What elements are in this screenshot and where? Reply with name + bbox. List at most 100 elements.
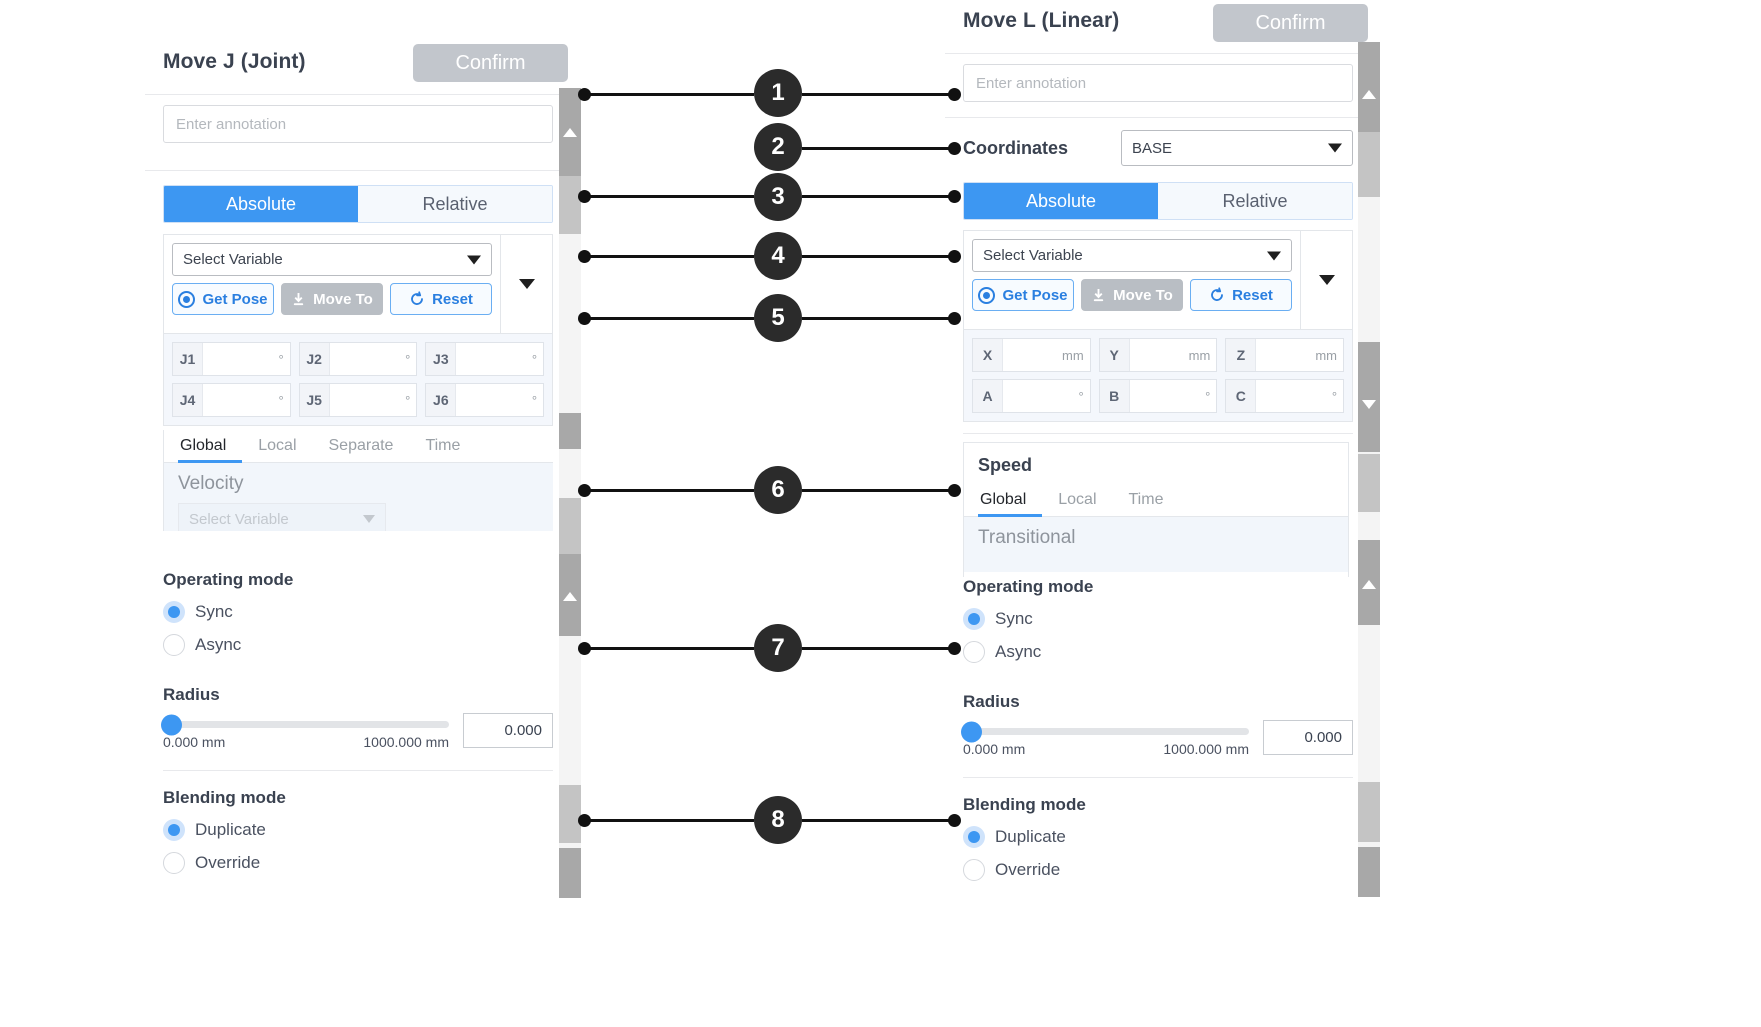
callout-line bbox=[802, 489, 954, 492]
tab-separate[interactable]: Separate bbox=[328, 437, 394, 454]
tab-time[interactable]: Time bbox=[425, 437, 461, 454]
move-j-expand-button[interactable] bbox=[500, 235, 552, 333]
callout-dot bbox=[948, 814, 961, 827]
callout-dot bbox=[948, 312, 961, 325]
move-l-scrollbar[interactable] bbox=[1358, 42, 1380, 897]
scrollbar-thumb[interactable] bbox=[1358, 132, 1380, 197]
tab-time[interactable]: Time bbox=[1128, 491, 1164, 508]
pose-label: X bbox=[973, 339, 1003, 371]
scrollbar-thumb[interactable] bbox=[1358, 782, 1380, 842]
move-j-get-pose-button[interactable]: Get Pose bbox=[172, 283, 274, 315]
joint-field-j3[interactable]: J3 ° bbox=[425, 342, 545, 376]
pose-field-y[interactable]: Y mm bbox=[1098, 338, 1218, 372]
operating-mode-heading: Operating mode bbox=[963, 577, 1094, 596]
scrollbar-thumb[interactable] bbox=[559, 413, 581, 449]
joint-field-j5[interactable]: J5 ° bbox=[298, 383, 418, 417]
move-l-confirm-button[interactable]: Confirm bbox=[1213, 4, 1368, 42]
slider-handle[interactable] bbox=[161, 714, 182, 735]
divider bbox=[145, 94, 575, 95]
scrollbar-thumb[interactable] bbox=[559, 848, 581, 898]
scrollbar-thumb[interactable] bbox=[559, 498, 581, 554]
move-j-scrollbar[interactable] bbox=[559, 88, 581, 898]
joint-field-j1[interactable]: J1 ° bbox=[172, 342, 291, 376]
callout-number-1: 1 bbox=[754, 69, 802, 117]
radio-async[interactable]: Async bbox=[963, 641, 1353, 663]
move-j-mode-toggle[interactable]: Absolute Relative bbox=[163, 185, 553, 223]
move-l-transitional-pane: Transitional bbox=[964, 517, 1348, 572]
radius-value-input[interactable]: 0.000 bbox=[1263, 720, 1353, 755]
joint-field-j4[interactable]: J4 ° bbox=[172, 383, 291, 417]
radio-icon-selected bbox=[963, 608, 985, 630]
scrollbar-thumb[interactable] bbox=[1358, 342, 1380, 452]
slider-handle[interactable] bbox=[961, 721, 982, 742]
tab-global[interactable]: Global bbox=[978, 484, 1043, 517]
radio-sync[interactable]: Sync bbox=[163, 601, 553, 623]
scrollbar-thumb[interactable] bbox=[1358, 847, 1380, 897]
move-j-variable-value: Select Variable bbox=[183, 251, 283, 268]
radius-value-input[interactable]: 0.000 bbox=[463, 713, 553, 748]
tab-absolute[interactable]: Absolute bbox=[964, 183, 1158, 219]
move-l-mode-toggle[interactable]: Absolute Relative bbox=[963, 182, 1353, 220]
tab-global[interactable]: Global bbox=[178, 430, 243, 463]
move-l-annotation-input[interactable] bbox=[963, 64, 1353, 102]
pose-field-z[interactable]: Z mm bbox=[1225, 338, 1345, 372]
scrollbar-thumb[interactable] bbox=[559, 176, 581, 234]
velocity-label: Velocity bbox=[178, 473, 244, 494]
radio-override[interactable]: Override bbox=[163, 852, 553, 874]
velocity-variable-select[interactable]: Select Variable bbox=[178, 503, 386, 531]
pose-field-a[interactable]: A ° bbox=[972, 379, 1091, 413]
radio-duplicate[interactable]: Duplicate bbox=[963, 826, 1353, 848]
pose-field-b[interactable]: B ° bbox=[1098, 379, 1218, 413]
move-l-reset-button[interactable]: Reset bbox=[1190, 279, 1292, 311]
move-j-variable-select[interactable]: Select Variable bbox=[172, 243, 492, 276]
move-j-move-to-button[interactable]: Move To bbox=[281, 283, 383, 315]
callout-line bbox=[802, 195, 954, 198]
scrollbar-thumb[interactable] bbox=[1358, 454, 1380, 512]
move-l-expand-button[interactable] bbox=[1300, 231, 1352, 329]
move-j-confirm-button[interactable]: Confirm bbox=[413, 44, 568, 82]
scrollbar-thumb[interactable] bbox=[559, 785, 581, 843]
scrollbar-thumb[interactable] bbox=[1358, 540, 1380, 625]
joint-label: J2 bbox=[299, 343, 330, 375]
move-j-annotation-input[interactable] bbox=[163, 105, 553, 143]
tab-local[interactable]: Local bbox=[1058, 491, 1097, 508]
radio-label: Async bbox=[995, 642, 1042, 661]
move-j-speed-tabs[interactable]: Global Local Separate Time bbox=[164, 430, 553, 463]
callout-line bbox=[802, 647, 954, 650]
radio-override[interactable]: Override bbox=[963, 859, 1353, 881]
callout-line bbox=[802, 147, 954, 150]
radius-slider[interactable] bbox=[161, 714, 449, 735]
radio-async[interactable]: Async bbox=[163, 634, 553, 656]
radio-label: Duplicate bbox=[995, 827, 1066, 846]
pose-field-c[interactable]: C ° bbox=[1225, 379, 1345, 413]
tab-relative[interactable]: Relative bbox=[358, 186, 552, 222]
radio-sync[interactable]: Sync bbox=[963, 608, 1353, 630]
move-l-get-pose-button[interactable]: Get Pose bbox=[972, 279, 1074, 311]
scrollbar-thumb[interactable] bbox=[559, 554, 581, 636]
move-l-panel: Move L (Linear) Confirm Coordinates BASE… bbox=[945, 0, 1375, 895]
tab-local[interactable]: Local bbox=[258, 437, 297, 454]
joint-row: J4 ° J5 ° J6 ° bbox=[172, 383, 545, 417]
joint-field-j2[interactable]: J2 ° bbox=[298, 342, 418, 376]
chevron-up-icon bbox=[563, 592, 577, 601]
move-l-speed-tabs[interactable]: Global Local Time bbox=[964, 484, 1348, 517]
tab-absolute[interactable]: Absolute bbox=[164, 186, 358, 222]
chevron-down-icon bbox=[518, 279, 535, 289]
move-l-variable-select[interactable]: Select Variable bbox=[972, 239, 1292, 272]
divider bbox=[945, 117, 1375, 118]
radius-slider[interactable] bbox=[961, 721, 1249, 742]
joint-label: J1 bbox=[173, 343, 203, 375]
move-l-move-to-button[interactable]: Move To bbox=[1081, 279, 1183, 311]
radio-icon-selected bbox=[163, 819, 185, 841]
scrollbar-thumb[interactable] bbox=[1358, 42, 1380, 132]
move-j-reset-button[interactable]: Reset bbox=[390, 283, 492, 315]
tab-relative[interactable]: Relative bbox=[1158, 183, 1352, 219]
coordinates-select[interactable]: BASE bbox=[1121, 130, 1353, 166]
pose-label: Y bbox=[1099, 339, 1130, 371]
pose-field-x[interactable]: X mm bbox=[972, 338, 1091, 372]
pose-row: A ° B ° C ° bbox=[972, 379, 1345, 413]
radio-duplicate[interactable]: Duplicate bbox=[163, 819, 553, 841]
radio-label: Sync bbox=[195, 602, 233, 621]
scrollbar-thumb[interactable] bbox=[559, 88, 581, 176]
joint-field-j6[interactable]: J6 ° bbox=[425, 383, 545, 417]
